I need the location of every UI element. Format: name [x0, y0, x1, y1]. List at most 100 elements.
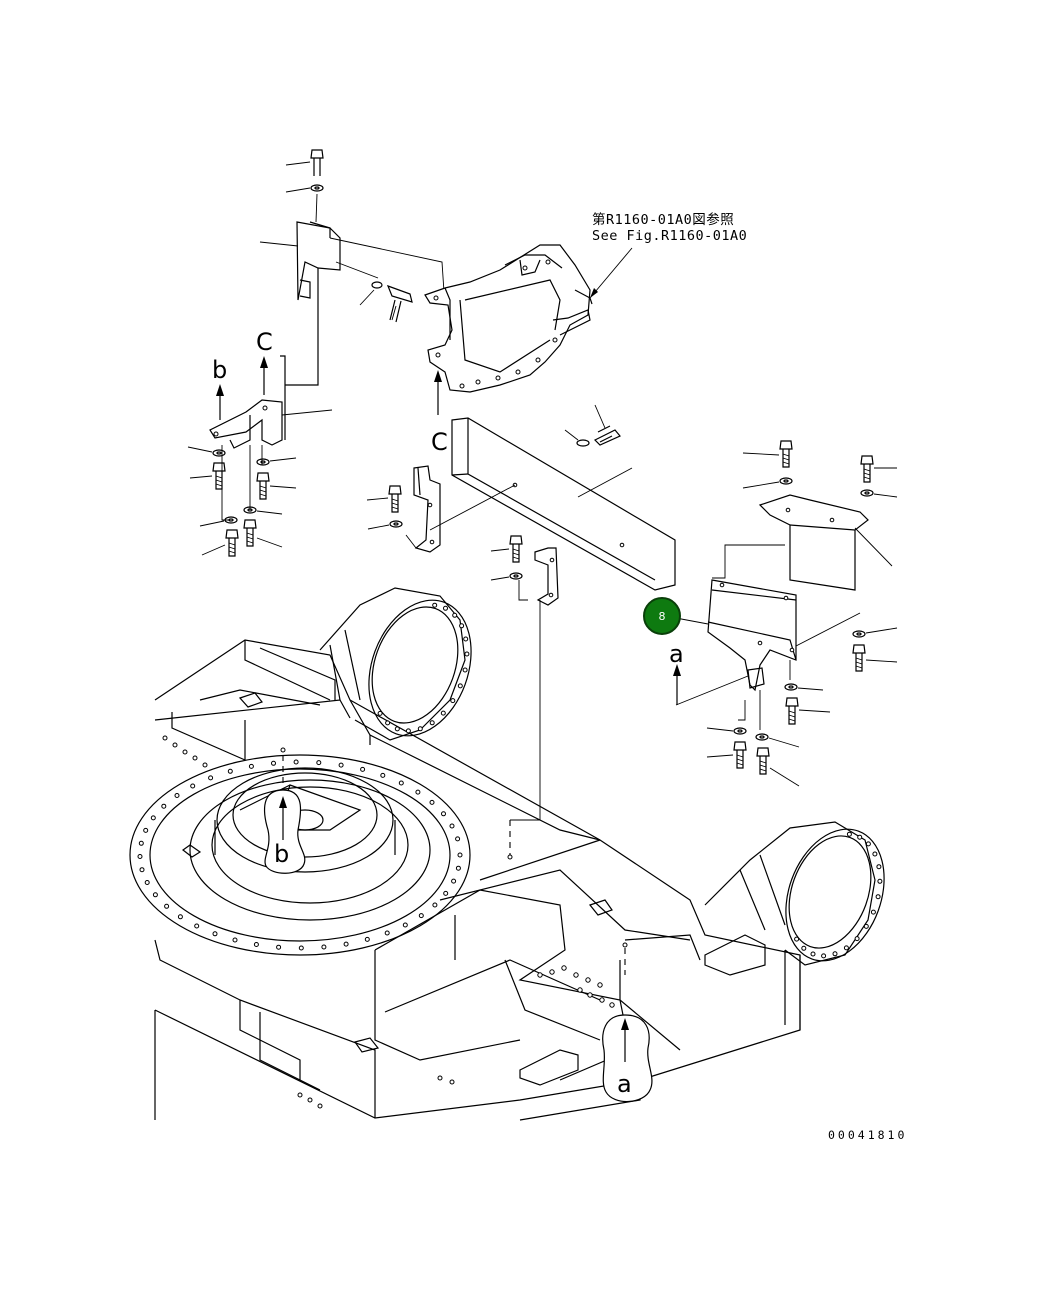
ring-hole — [429, 799, 435, 805]
washer-hole — [788, 685, 794, 689]
ring-hole — [417, 726, 423, 732]
ring-hole — [343, 941, 349, 947]
ring-hole — [450, 698, 456, 704]
mid-hardware — [366, 485, 523, 581]
ring-hole — [432, 602, 438, 608]
bolt-thread — [512, 548, 520, 560]
washer-hole — [228, 518, 234, 522]
washer-hole — [856, 632, 862, 636]
bolt-head — [243, 519, 257, 529]
bolt-thread — [246, 532, 254, 544]
leader-line — [269, 457, 297, 462]
ring-hole — [449, 823, 455, 829]
ring-hole — [152, 892, 158, 898]
track-frame-left — [319, 587, 472, 741]
ring-hole — [457, 852, 463, 858]
leader-line — [865, 627, 898, 634]
ring-hole — [462, 667, 468, 673]
bolt-head — [256, 472, 270, 482]
ring-hole — [457, 683, 463, 689]
ring-hole — [298, 945, 304, 951]
ring-hole — [443, 605, 448, 611]
leader-line — [366, 497, 389, 501]
washer — [224, 516, 238, 524]
leader-line — [201, 544, 226, 556]
bolt-thread — [788, 710, 796, 722]
swing-circle — [129, 754, 471, 956]
ring-hole — [380, 772, 386, 778]
ring-hole — [227, 768, 233, 774]
ring-hole — [872, 851, 878, 857]
bolt-head — [388, 485, 402, 495]
ring-hole — [455, 865, 461, 871]
ring-hole — [377, 710, 383, 716]
ring-hole — [875, 894, 881, 900]
ring-hole — [443, 890, 449, 896]
ring-hole — [321, 944, 327, 950]
bolt-head — [756, 747, 770, 757]
ring-hole — [174, 793, 180, 798]
ring-hole — [177, 914, 183, 920]
part-callout-number: 8 — [658, 609, 666, 623]
part-callout-8[interactable]: 8 — [643, 597, 681, 635]
leader-line — [269, 485, 297, 489]
bolt-head — [509, 535, 523, 545]
ring-hole — [843, 945, 849, 951]
ring-hole — [338, 762, 344, 768]
ring-hole — [137, 854, 143, 859]
ring-hole — [464, 651, 470, 657]
ring-hole — [276, 944, 282, 950]
ring-hole — [394, 726, 400, 732]
ring-hole — [190, 783, 196, 789]
ring-hole — [248, 763, 254, 769]
leader-line — [199, 520, 225, 527]
ring-hole — [212, 931, 218, 937]
washer — [784, 683, 798, 691]
ring-hole — [801, 945, 807, 951]
washer — [852, 630, 866, 638]
view-label-c-upper: C — [256, 328, 273, 356]
washer-hole — [260, 460, 266, 464]
leader-line — [490, 548, 510, 552]
ring-hole — [398, 780, 404, 786]
angle-bar — [451, 417, 676, 591]
washer — [256, 458, 270, 466]
ring-hole — [452, 612, 458, 618]
leader-line — [706, 754, 734, 758]
view-label-c-lower: C — [431, 428, 448, 456]
ring-hole — [208, 775, 214, 781]
leader-line — [706, 727, 734, 732]
washer — [243, 506, 257, 514]
ring-hole — [418, 913, 424, 919]
ring-hole — [253, 942, 259, 947]
main-frame — [154, 639, 801, 1121]
washer-hole — [737, 729, 743, 733]
washer-hole — [247, 508, 253, 512]
washer-hole — [783, 479, 789, 483]
washer-hole — [513, 574, 519, 578]
ring-hole — [164, 903, 170, 909]
reference-note: 第R1160-01A0図参照 See Fig.R1160-01A0 — [592, 212, 747, 244]
bolt-thread — [259, 485, 267, 497]
washer — [755, 733, 769, 741]
ring-hole — [316, 760, 322, 766]
leader-line — [797, 687, 824, 691]
washer — [212, 449, 226, 457]
ring-hole — [405, 728, 411, 734]
ring-hole — [832, 951, 838, 957]
ring-hole — [441, 811, 446, 817]
ring-hole — [432, 902, 438, 908]
ring-hole — [865, 841, 871, 847]
washer-hole — [864, 491, 870, 495]
washer-hole — [393, 522, 399, 526]
ring-hole — [870, 909, 876, 915]
ring-hole — [810, 951, 816, 957]
ring-hole — [876, 864, 882, 870]
ring-hole — [451, 878, 457, 884]
bar-bolt — [564, 404, 621, 447]
leader-line — [256, 537, 283, 548]
view-b-marker — [263, 789, 306, 874]
bolt-thread — [855, 657, 863, 669]
leader-line — [742, 481, 780, 489]
reference-note-en: See Fig.R1160-01A0 — [592, 228, 748, 244]
